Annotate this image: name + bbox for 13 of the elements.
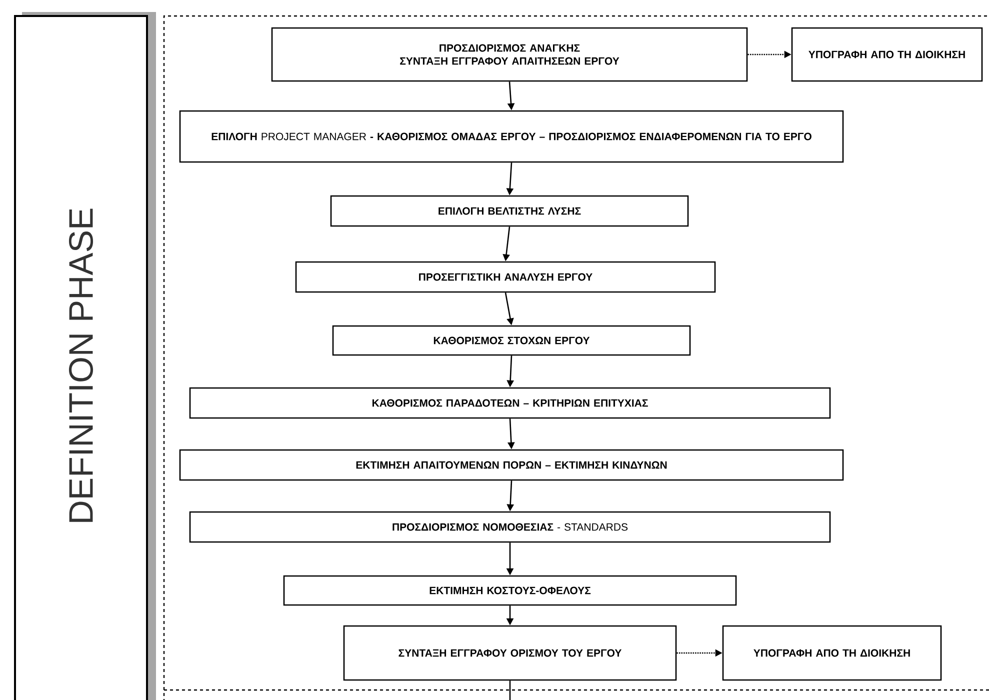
process-box: ΚΑΘΟΡΙΣΜΟΣ ΣΤΟΧΩΝ ΕΡΓΟΥ <box>332 325 691 356</box>
process-box: ΕΠΙΛΟΓΗ PROJECT MANAGER - ΚΑΘΟΡΙΣΜΟΣ ΟΜΑΔΑΣ ΕΡΓΟΥ – ΠΡΟΣΔΙΟΡΙΣΜΟΣ ΕΝΔΙΑΦΕΡΟΜΕΝΩΝ ΓΙΑ ΤΟ ΕΡΓΟ <box>179 110 844 163</box>
process-box: ΥΠΟΓΡΑΦΗ ΑΠΟ ΤΗ ΔΙΟΙΚΗΣΗ <box>791 27 983 82</box>
process-box: ΥΠΟΓΡΑΦΗ ΑΠΟ ΤΗ ΔΙΟΙΚΗΣΗ <box>722 625 942 681</box>
process-box: ΕΚΤΙΜΗΣΗ ΑΠΑΙΤΟΥΜΕΝΩΝ ΠΟΡΩΝ – ΕΚΤΙΜΗΣΗ ΚΙΝΔΥΝΩΝ <box>179 449 844 481</box>
process-box: ΚΑΘΟΡΙΣΜΟΣ ΠΑΡΑΔΟΤΕΩΝ – ΚΡΙΤΗΡΙΩΝ ΕΠΙΤΥΧΙΑΣ <box>189 387 831 419</box>
process-box: ΕΠΙΛΟΓΗ ΒΕΛΤΙΣΤΗΣ ΛΥΣΗΣ <box>330 195 689 227</box>
process-box: ΠΡΟΣΔΙΟΡΙΣΜΟΣ ΑΝΑΓΚΗΣ ΣΥΝΤΑΞΗ ΕΓΓΡΑΦΟΥ ΑΠΑΙΤΗΣΕΩΝ ΕΡΓΟΥ <box>271 27 748 82</box>
phase-box: DEFINITION PHASE <box>14 12 156 700</box>
process-box: ΠΡΟΣΕΓΓΙΣΤΙΚΗ ΑΝΑΛΥΣΗ ΕΡΓΟΥ <box>295 261 716 293</box>
process-box: ΣΥΝΤΑΞΗ ΕΓΓΡΑΦΟΥ ΟΡΙΣΜΟΥ ΤΟΥ ΕΡΓΟΥ <box>343 625 677 681</box>
process-box: ΕΚΤΙΜΗΣΗ ΚΟΣΤΟΥΣ-ΟΦΕΛΟΥΣ <box>283 575 737 606</box>
process-box: ΠΡΟΣΔΙΟΡΙΣΜΟΣ ΝΟΜΟΘΕΣΙΑΣ - STANDARDS <box>189 511 831 543</box>
